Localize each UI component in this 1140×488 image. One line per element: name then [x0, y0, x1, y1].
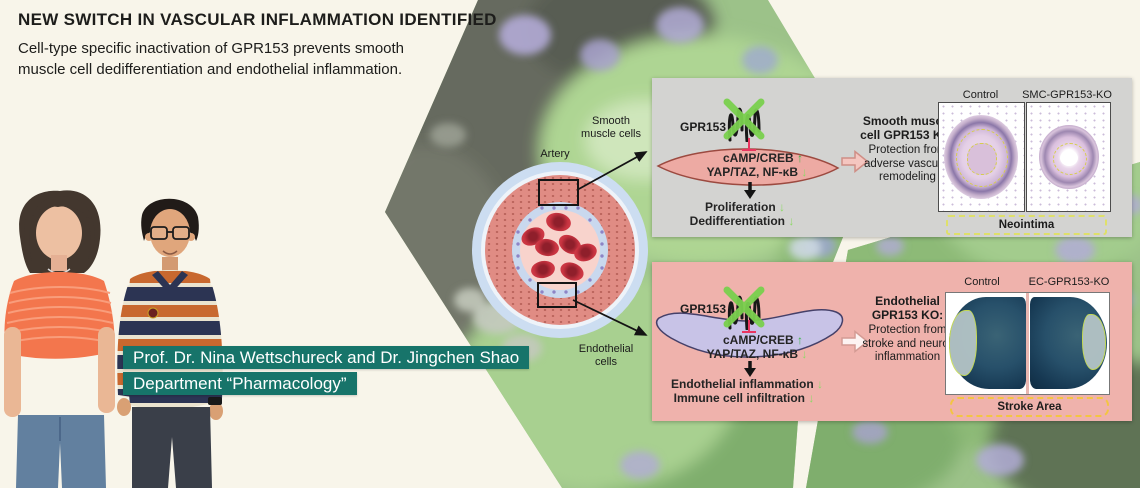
brain-sections-image: [945, 292, 1110, 395]
control-image-label: Control: [964, 276, 1000, 288]
smooth-muscle-cell-shape: [656, 148, 840, 186]
dedifferentiation-label: Dedifferentiation: [689, 214, 785, 228]
stroke-area-tag: Stroke Area: [950, 397, 1109, 417]
inhibition-tbar-icon: [742, 320, 756, 333]
gpr153-label: GPR153: [680, 302, 727, 316]
green-x-icon: [723, 286, 765, 328]
endothelial-panel: GPR153 cAMP/CREB ↑ YAP/TAZ, NF-κB ↓ Endo: [652, 262, 1132, 421]
down-arrow-icon: ↓: [808, 391, 815, 405]
up-arrow-icon: ↑: [797, 151, 804, 165]
gpr153-receptor-crossed-icon: [723, 286, 765, 330]
neointima-outline: [1053, 143, 1087, 175]
outcome-line-2: Immune cell infiltration ↓: [664, 391, 824, 405]
result-heading: Endothelial GPR153 KO:: [871, 294, 944, 322]
smooth-muscle-panel: GPR153 cAMP/CREB ↑ YAP/TAZ, NF-κB ↓ Prol: [652, 78, 1132, 237]
artery-label: Artery: [540, 148, 570, 160]
neointima-outline: [956, 129, 1008, 187]
up-arrow-icon: ↑: [797, 333, 804, 347]
block-arrow-right-icon: [841, 330, 869, 353]
result-body: Protection from stroke and neuro-inflamm…: [862, 324, 953, 363]
page-title: NEW SWITCH IN VASCULAR INFLAMMATION IDEN…: [18, 10, 497, 29]
glasses-icon: [150, 226, 190, 240]
smooth-muscle-cells-label: Smooth muscle cells: [566, 115, 656, 141]
caption-banner-line-1: Prof. Dr. Nina Wettschureck and Dr. Jing…: [123, 346, 530, 369]
proliferation-label: Proliferation: [704, 200, 776, 214]
down-arrow-icon: ↓: [817, 377, 824, 391]
control-image-label: Control: [962, 89, 999, 101]
control-histology-image: [938, 102, 1025, 212]
endo-label-line1: Endothelial: [578, 343, 634, 355]
yap-taz-nfkb-label: YAP/TAZ, NF-κB: [706, 347, 798, 361]
smc-ko-histology-image: [1026, 102, 1111, 212]
endothelium-zoom-marker: [537, 282, 577, 308]
inhibition-tbar-icon: [742, 138, 756, 151]
control-stroke-area-outline: [949, 310, 977, 376]
endo-label-line2: cells: [594, 356, 617, 368]
endothelial-inflammation-label: Endothelial inflammation: [670, 377, 814, 391]
signaling-line-1: cAMP/CREB ↑: [693, 151, 833, 165]
yap-taz-nfkb-label: YAP/TAZ, NF-κB: [706, 165, 798, 179]
outcome-line-1: Endothelial inflammation ↓: [667, 377, 827, 391]
endothelial-result-text: Endothelial GPR153 KO: Protection from s…: [860, 294, 955, 365]
gpr153-receptor-crossed-icon: [723, 98, 765, 142]
down-arrow-icon: ↓: [779, 200, 786, 214]
block-arrow-right-icon: [841, 150, 869, 173]
down-arrow-icon: ↓: [801, 347, 808, 361]
result-heading: Smooth muscle cell GPR153 KO:: [860, 114, 955, 142]
smooth-label-line1: Smooth: [592, 115, 630, 127]
result-body: Protection from adverse vascular remodel…: [864, 144, 951, 183]
down-arrow-icon: ↓: [801, 165, 808, 179]
black-down-arrow-icon: [744, 182, 756, 199]
caption-banner-line-2: Department “Pharmacology”: [123, 372, 357, 395]
ec-ko-stroke-area-outline: [1082, 314, 1106, 370]
subtitle-line-1: Cell-type specific inactivation of GPR15…: [18, 40, 405, 57]
outcome-line-2: Dedifferentiation ↓: [662, 214, 822, 228]
signaling-line-1: cAMP/CREB ↑: [693, 333, 833, 347]
wrist-watch: [208, 397, 222, 405]
green-x-icon: [723, 98, 765, 140]
smooth-label-line2: muscle cells: [581, 128, 641, 140]
camp-creb-label: cAMP/CREB: [722, 151, 794, 165]
subtitle-line-2: muscle cell dedifferentiation and endoth…: [18, 61, 403, 78]
researcher-woman: [4, 190, 115, 488]
endothelial-cells-label: Endothelial cells: [561, 343, 651, 369]
signaling-line-2: YAP/TAZ, NF-κB ↓: [687, 165, 827, 179]
ec-ko-image-label: EC-GPR153-KO: [1028, 276, 1110, 288]
smooth-result-text: Smooth muscle cell GPR153 KO: Protection…: [859, 114, 956, 185]
brain-image-divider: [1026, 293, 1029, 394]
black-down-arrow-icon: [744, 361, 756, 377]
immune-cell-infiltration-label: Immune cell infiltration: [673, 391, 805, 405]
signaling-line-2: YAP/TAZ, NF-κB ↓: [687, 347, 827, 361]
gpr153-label: GPR153: [680, 120, 727, 134]
smc-ko-image-label: SMC-GPR153-KO: [1022, 89, 1112, 101]
neointima-tag: Neointima: [946, 215, 1107, 235]
outcome-line-1: Proliferation ↓: [665, 200, 825, 214]
camp-creb-label: cAMP/CREB: [722, 333, 794, 347]
down-arrow-icon: ↓: [788, 214, 795, 228]
page-subtitle: Cell-type specific inactivation of GPR15…: [18, 38, 404, 80]
smooth-muscle-zoom-marker: [538, 179, 579, 206]
